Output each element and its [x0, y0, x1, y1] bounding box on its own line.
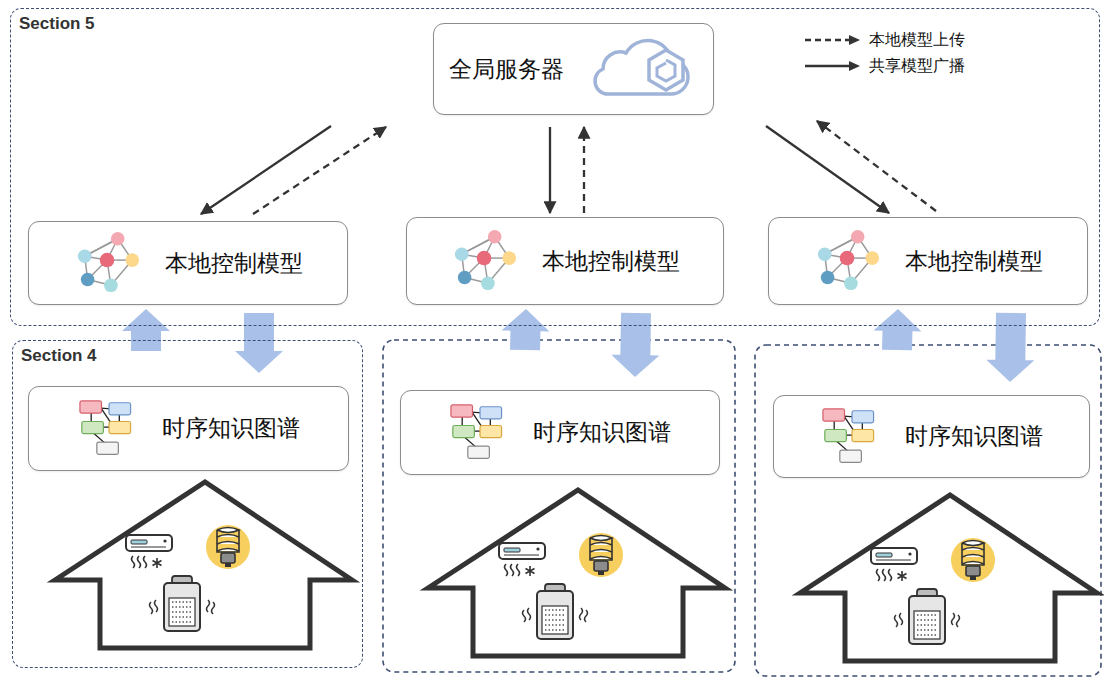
- knowledge-graph-box: 时序知识图谱: [400, 390, 720, 475]
- node-label: 全局服务器: [449, 54, 564, 85]
- node-label: 时序知识图谱: [905, 421, 1043, 452]
- legend-sample: [803, 58, 863, 74]
- node-label: 时序知识图谱: [533, 417, 671, 448]
- model-box: 本地控制模型: [406, 217, 724, 305]
- node-icon: [586, 36, 698, 102]
- block-arrow: [986, 313, 1034, 382]
- broadcast-arrow: [766, 126, 889, 213]
- node-icon: [813, 228, 883, 294]
- node-label: 时序知识图谱: [162, 413, 300, 444]
- block-arrow: [501, 309, 549, 350]
- upload-arrow: [583, 127, 585, 213]
- house: [800, 495, 1097, 661]
- house: [55, 482, 352, 648]
- broadcast-arrow: [549, 127, 551, 213]
- region-outline: [383, 340, 735, 672]
- node-icon: [73, 230, 143, 296]
- node-label: 本地控制模型: [905, 246, 1043, 277]
- block-arrow: [122, 309, 170, 351]
- house: [428, 490, 725, 656]
- legend-label: 共享模型广播: [869, 56, 965, 77]
- region-outline: [755, 345, 1101, 676]
- legend-arrowhead: [849, 61, 860, 71]
- section-label: Section 4: [21, 346, 97, 366]
- legend-label: 本地模型上传: [869, 30, 965, 51]
- legend-line: [805, 39, 851, 41]
- knowledge-graph-box: 时序知识图谱: [773, 395, 1090, 478]
- block-arrow: [611, 313, 659, 377]
- legend-entry: 本地模型上传: [803, 27, 965, 53]
- node-icon: [450, 228, 520, 294]
- block-arrow: [235, 313, 283, 373]
- broadcast-arrow: [201, 126, 331, 214]
- upload-arrow: [253, 127, 386, 214]
- legend-entry: 共享模型广播: [803, 53, 965, 79]
- knowledge-graph-box: 时序知识图谱: [28, 386, 349, 471]
- section-label: Section 5: [19, 14, 95, 34]
- model-box: 本地控制模型: [768, 217, 1088, 305]
- model-box: 本地控制模型: [28, 221, 348, 305]
- node-icon: [821, 407, 883, 467]
- legend-sample: [803, 32, 863, 48]
- legend-line: [805, 65, 851, 67]
- server-box: 全局服务器: [433, 23, 714, 115]
- legend-arrowhead: [849, 35, 860, 45]
- node-icon: [78, 399, 140, 459]
- node-icon: [449, 403, 511, 463]
- upload-arrow: [817, 121, 936, 211]
- node-label: 本地控制模型: [542, 246, 680, 277]
- block-arrow: [873, 309, 921, 350]
- node-label: 本地控制模型: [165, 248, 303, 279]
- section-region: Section 4 时序知识图谱: [12, 340, 363, 668]
